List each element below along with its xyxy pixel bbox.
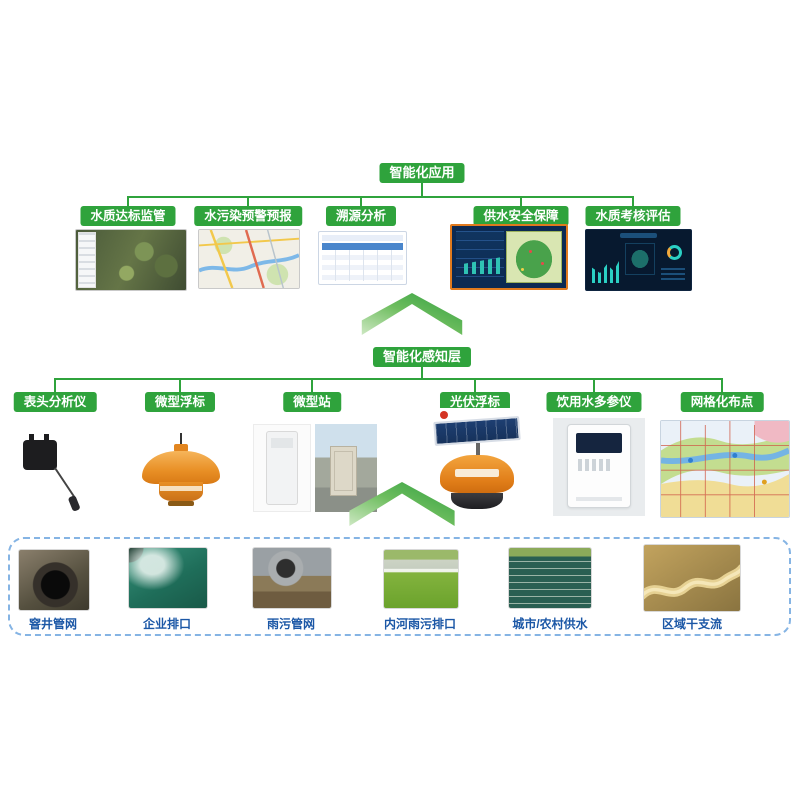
river-aerial-graphic bbox=[644, 545, 740, 611]
table-toolbar bbox=[322, 235, 403, 241]
photo-water-supply-aerial bbox=[508, 547, 592, 609]
photo-regional-river-aerial bbox=[643, 544, 741, 612]
target-label-regional-river: 区域干支流 bbox=[661, 617, 723, 631]
photo-enterprise-outlet bbox=[128, 547, 208, 609]
photo-probe-analyzer bbox=[15, 424, 100, 512]
cabinet-graphic bbox=[266, 431, 298, 505]
connector-line bbox=[54, 378, 56, 393]
mast-graphic bbox=[476, 443, 480, 456]
perception-layer-title: 智能化感知层 bbox=[372, 347, 472, 367]
screenshot-pollution-forecast-map bbox=[198, 229, 300, 289]
connector-line bbox=[632, 196, 634, 207]
dashboard-map-panel bbox=[506, 231, 562, 283]
target-label-enterprise-outlet: 企业排口 bbox=[142, 617, 192, 631]
sense-node-probe-analyzer: 表头分析仪 bbox=[13, 392, 97, 412]
photo-manhole-network bbox=[18, 549, 90, 611]
app-node-quality-supervision: 水质达标监管 bbox=[80, 206, 176, 226]
table-header-row bbox=[322, 243, 403, 250]
photo-micro-buoy bbox=[136, 430, 226, 510]
buoy-body-graphic bbox=[159, 482, 203, 501]
connector-line bbox=[127, 196, 129, 207]
stat-rows-graphic bbox=[661, 268, 685, 283]
screenshot-assessment-dashboard bbox=[585, 229, 692, 291]
donut-chart-graphic bbox=[667, 245, 682, 260]
photo-drinking-water-analyzer bbox=[553, 418, 645, 516]
connector-line bbox=[421, 183, 423, 196]
screenshot-satellite-monitoring bbox=[75, 229, 187, 291]
connector-line bbox=[421, 367, 423, 378]
sense-node-micro-station: 微型站 bbox=[283, 392, 341, 412]
target-label-water-supply: 城市/农村供水 bbox=[512, 617, 588, 631]
target-label-manhole-network: 窨井管网 bbox=[28, 617, 78, 631]
connector-line bbox=[721, 378, 723, 393]
dashboard-title-bar bbox=[619, 233, 658, 238]
up-arrow-icon bbox=[349, 482, 455, 526]
analyzer-logo-band bbox=[576, 497, 622, 501]
connector-line bbox=[360, 196, 362, 207]
bar-chart-graphic bbox=[464, 257, 502, 274]
monitoring-targets-container bbox=[8, 537, 791, 636]
connector-line bbox=[179, 378, 181, 393]
app-layer-title: 智能化应用 bbox=[379, 163, 465, 183]
buoy-dome-graphic bbox=[142, 451, 220, 484]
photo-grid-layout-map bbox=[660, 420, 790, 518]
photo-solar-buoy bbox=[428, 408, 526, 520]
photo-river-outlet bbox=[383, 549, 459, 609]
bar-chart-graphic bbox=[592, 261, 619, 283]
screenshot-trace-analysis-table bbox=[318, 231, 407, 285]
up-arrow-icon bbox=[361, 293, 463, 335]
analyzer-screen-graphic bbox=[576, 433, 622, 453]
app-node-pollution-forecast: 水污染预警预报 bbox=[194, 206, 302, 226]
analyzer-keypad-graphic bbox=[578, 459, 610, 471]
app-node-trace-analysis: 溯源分析 bbox=[325, 206, 397, 226]
sense-node-drinking-water-analyzer: 饮用水多参仪 bbox=[546, 392, 642, 412]
connector-line bbox=[474, 378, 476, 393]
sense-node-grid-layout: 网格化布点 bbox=[680, 392, 764, 412]
solar-panel-graphic bbox=[433, 416, 521, 446]
probe-cable-graphic bbox=[54, 467, 80, 512]
sense-node-solar-buoy: 光伏浮标 bbox=[439, 392, 511, 412]
city-map-graphic bbox=[199, 230, 299, 288]
connector-line bbox=[311, 378, 313, 393]
app-node-supply-safety: 供水安全保障 bbox=[473, 206, 569, 226]
target-label-river-outlet: 内河雨污排口 bbox=[383, 617, 457, 631]
buoy-base-graphic bbox=[168, 501, 194, 506]
map-region-graphic bbox=[511, 235, 557, 279]
sense-node-micro-buoy: 微型浮标 bbox=[144, 392, 216, 412]
analyzer-head-graphic bbox=[23, 434, 57, 470]
grid-map-graphic bbox=[661, 421, 789, 517]
target-label-sewage-pipe: 雨污管网 bbox=[266, 617, 316, 631]
photo-sewage-pipe bbox=[252, 547, 332, 609]
map-panel-graphic bbox=[625, 243, 655, 275]
table-rows bbox=[322, 250, 403, 281]
float-skirt-graphic bbox=[451, 493, 503, 509]
outdoor-cabinet-photo bbox=[315, 424, 377, 512]
buoy-cap-graphic bbox=[174, 444, 188, 452]
connector-line bbox=[593, 378, 595, 393]
app-node-assessment: 水质考核评估 bbox=[585, 206, 681, 226]
connector-line bbox=[520, 196, 522, 207]
connector-line bbox=[247, 196, 249, 207]
beacon-light-graphic bbox=[440, 411, 448, 419]
analyzer-cabinet-graphic bbox=[567, 424, 631, 508]
antenna-graphic bbox=[180, 433, 182, 446]
float-label-band bbox=[455, 469, 499, 477]
connector-line bbox=[127, 196, 633, 198]
connector-line bbox=[54, 378, 723, 380]
satellite-side-panel bbox=[78, 232, 96, 288]
photo-micro-station bbox=[253, 420, 377, 516]
indoor-cabinet-photo bbox=[253, 424, 311, 512]
cabinet-graphic bbox=[330, 446, 357, 496]
screenshot-water-supply-dashboard bbox=[450, 224, 568, 290]
dashboard-stats-panel bbox=[456, 231, 504, 283]
buoy-label-band bbox=[160, 486, 202, 491]
